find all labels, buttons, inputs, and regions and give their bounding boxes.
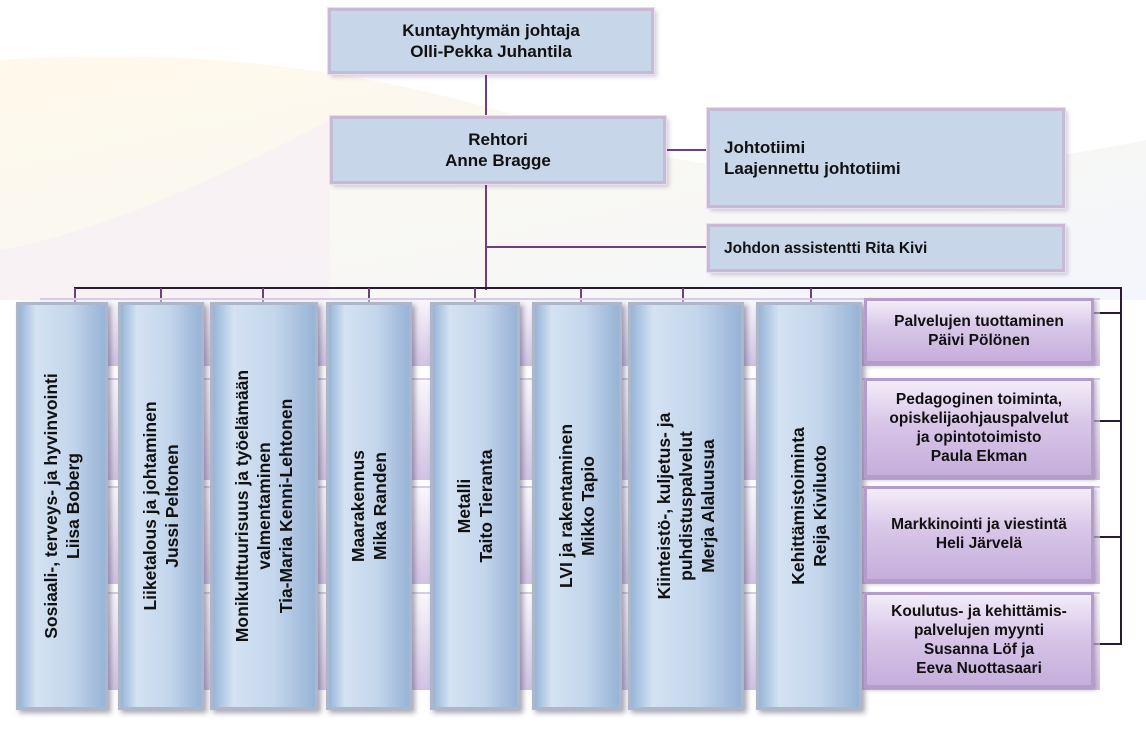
- connector-service: [1092, 420, 1122, 422]
- rector-box: Rehtori Anne Bragge: [330, 116, 666, 184]
- rector-title: Rehtori: [468, 130, 528, 149]
- column-tick: [160, 288, 162, 304]
- director-box: Kuntayhtymän johtaja Olli-Pekka Juhantil…: [328, 8, 654, 74]
- column-tick: [74, 288, 76, 304]
- service-box: Pedagoginen toiminta, opiskelijaohjauspa…: [864, 378, 1094, 478]
- column-tick: [474, 288, 476, 304]
- column-tick: [262, 288, 264, 304]
- team-line2: Laajennettu johtotiimi: [724, 159, 901, 178]
- director-title: Kuntayhtymän johtaja: [402, 21, 580, 40]
- connector-service: [1092, 643, 1122, 645]
- service-box: Koulutus- ja kehittämis- palvelujen myyn…: [864, 592, 1094, 688]
- connector-assistant: [486, 246, 710, 248]
- column-tick: [580, 288, 582, 304]
- team-box: Johtotiimi Laajennettu johtotiimi: [707, 108, 1065, 208]
- connector-main-bus: [74, 287, 1122, 289]
- assistant-box: Johdon assistentti Rita Kivi: [707, 224, 1065, 272]
- service-box: Markkinointi ja viestintä Heli Järvelä: [864, 486, 1094, 582]
- column-tick: [368, 288, 370, 304]
- column-tick: [682, 288, 684, 304]
- rector-name: Anne Bragge: [445, 151, 551, 170]
- connector-service: [1092, 536, 1122, 538]
- connector-director-rector: [485, 72, 487, 118]
- assistant-label: Johdon assistentti Rita Kivi: [724, 239, 928, 257]
- connector-right-rail: [1120, 287, 1122, 645]
- connector-service: [1092, 312, 1122, 314]
- service-box: Palvelujen tuottaminen Päivi Pölönen: [864, 298, 1094, 364]
- director-name: Olli-Pekka Juhantila: [410, 42, 572, 61]
- connector-rector-down: [485, 182, 487, 290]
- connector-rector-team: [664, 149, 710, 151]
- team-line1: Johtotiimi: [724, 138, 806, 157]
- column-tick: [810, 288, 812, 304]
